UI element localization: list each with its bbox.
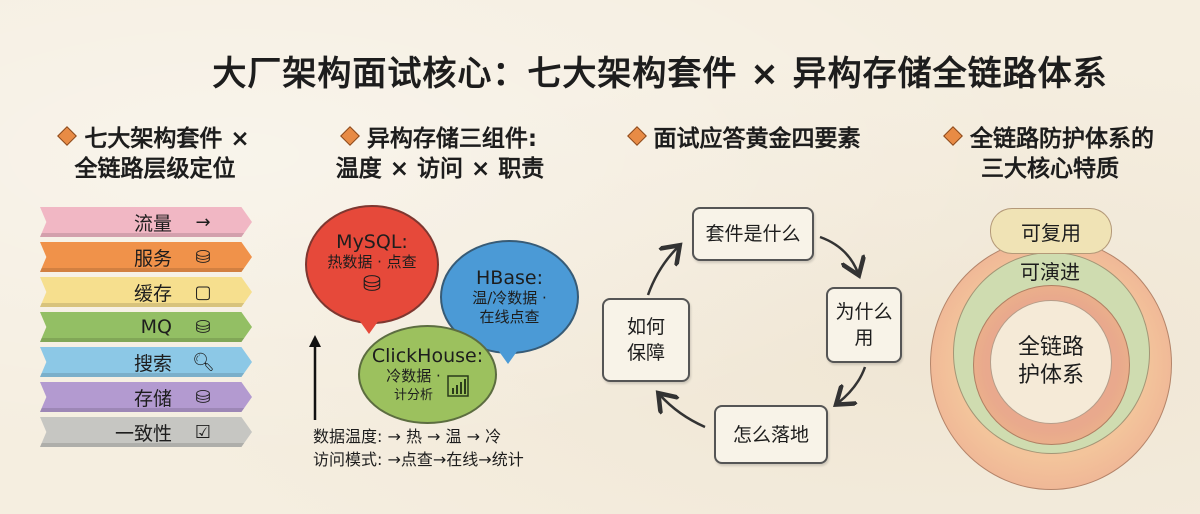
layer-band: 缓存 ▢ bbox=[40, 277, 252, 307]
reusable-label: 可复用 bbox=[1021, 220, 1081, 245]
database-icon: ⛁ bbox=[362, 272, 382, 297]
layer-band: 服务 ⛁ bbox=[40, 242, 252, 272]
layer-label: 搜索 bbox=[133, 352, 172, 375]
layer-label: 一致性 bbox=[114, 422, 172, 445]
arrow-what-to-why-icon bbox=[819, 235, 858, 273]
arrow-how-to-guarantee-icon bbox=[660, 395, 706, 429]
hbase-desc-line1: 温/冷数据 · bbox=[472, 289, 547, 307]
layers-heading-line1: 七大架构套件 × bbox=[84, 126, 250, 152]
magnifier-icon: 🔍︎ bbox=[192, 351, 215, 373]
mysql-name: MySQL: bbox=[336, 231, 408, 253]
arrow-right-icon: → bbox=[195, 211, 211, 233]
bar-chart-icon bbox=[447, 374, 469, 397]
layers-heading-line2: 全链路层级定位 bbox=[74, 156, 236, 182]
mysql-desc: 热数据 · 点查 bbox=[327, 253, 417, 271]
layers-heading: 七大架构套件 × 全链路层级定位 bbox=[20, 124, 290, 184]
reusable-badge: 可复用 bbox=[990, 208, 1112, 254]
protection-heading-line2: 三大核心特质 bbox=[981, 156, 1119, 182]
cycle-arrows bbox=[646, 235, 910, 429]
core-label-line1: 全链路 bbox=[1017, 335, 1084, 360]
layer-label: 存储 bbox=[133, 387, 172, 410]
hbase-desc-line2: 在线点查 bbox=[479, 308, 540, 326]
core-circle: 全链路 护体系 bbox=[990, 300, 1112, 424]
hbase-name: HBase: bbox=[476, 267, 543, 289]
mysql-bubble: MySQL: 热数据 · 点查 ⛁ bbox=[305, 205, 439, 334]
step-guarantee: 如何 保障 bbox=[602, 298, 690, 382]
layer-band: 存储 ⛁ bbox=[40, 382, 252, 412]
clickhouse-desc-line1: 冷数据 · bbox=[386, 366, 441, 385]
step-what-label: 套件是什么 bbox=[705, 223, 801, 245]
layer-band: 一致性 ☑ bbox=[40, 417, 252, 447]
protection-heading: 全链路防护体系的 三大核心特质 bbox=[915, 124, 1185, 184]
storage-legend: 数据温度: → 热 → 温 → 冷 访问模式: →点查→在线→统计 bbox=[313, 425, 593, 471]
diamond-bullet-icon bbox=[626, 126, 647, 146]
step-how-label: 怎么落地 bbox=[732, 423, 809, 446]
layer-label: MQ bbox=[140, 316, 172, 338]
step-why-label-line2: 用 bbox=[854, 327, 874, 349]
layer-band: 搜索 🔍︎ bbox=[40, 347, 252, 377]
step-what: 套件是什么 bbox=[692, 207, 814, 261]
interview-heading-text: 面试应答黄金四要素 bbox=[653, 126, 861, 152]
layer-band: MQ ⛁ bbox=[40, 312, 252, 342]
storage-heading: 异构存储三组件: 温度 × 访问 × 职责 bbox=[300, 124, 580, 184]
step-guarantee-label-line2: 保障 bbox=[626, 342, 665, 364]
step-guarantee-label-line1: 如何 bbox=[626, 316, 665, 338]
storage-heading-line1: 异构存储三组件: bbox=[366, 126, 538, 152]
diamond-bullet-icon bbox=[943, 126, 963, 146]
database-icon: ⛁ bbox=[195, 386, 211, 408]
layer-label: 服务 bbox=[133, 247, 172, 270]
clickhouse-bubble: ClickHouse: 冷数据 · 计分析 bbox=[358, 325, 497, 424]
interview-heading: 面试应答黄金四要素 bbox=[595, 124, 895, 154]
database-icon: ⛁ bbox=[195, 246, 211, 268]
clickhouse-desc-line2: 计分析 bbox=[393, 387, 433, 403]
legend-access: 访问模式: →点查→在线→统计 bbox=[313, 450, 524, 469]
step-how: 怎么落地 bbox=[714, 405, 828, 464]
arrow-guarantee-to-what-icon bbox=[646, 247, 678, 296]
step-why: 为什么 用 bbox=[826, 287, 902, 363]
layer-label: 流量 bbox=[133, 212, 172, 235]
queue-icon: ⛁ bbox=[195, 316, 211, 338]
storage-heading-line2: 温度 × 访问 × 职责 bbox=[335, 156, 545, 182]
temperature-axis-arrow-icon bbox=[309, 335, 321, 420]
step-why-label-line1: 为什么 bbox=[835, 301, 893, 323]
page-title: 大厂架构面试核心：七大架构套件 × 异构存储全链路体系 bbox=[212, 54, 1108, 94]
diamond-bullet-icon bbox=[57, 126, 78, 146]
arrow-why-to-how-icon bbox=[838, 366, 867, 403]
diamond-bullet-icon bbox=[339, 126, 360, 146]
core-label-line2: 护体系 bbox=[1017, 363, 1084, 388]
cube-icon: ▢ bbox=[194, 281, 212, 303]
legend-temperature: 数据温度: → 热 → 温 → 冷 bbox=[313, 427, 502, 446]
protection-heading-line1: 全链路防护体系的 bbox=[970, 126, 1154, 152]
layer-band: 流量 → bbox=[40, 207, 252, 237]
evolvable-label: 可演进 bbox=[1020, 260, 1080, 284]
clickhouse-name: ClickHouse: bbox=[371, 344, 484, 367]
checkbox-icon: ☑ bbox=[194, 421, 212, 443]
layer-label: 缓存 bbox=[133, 282, 172, 305]
